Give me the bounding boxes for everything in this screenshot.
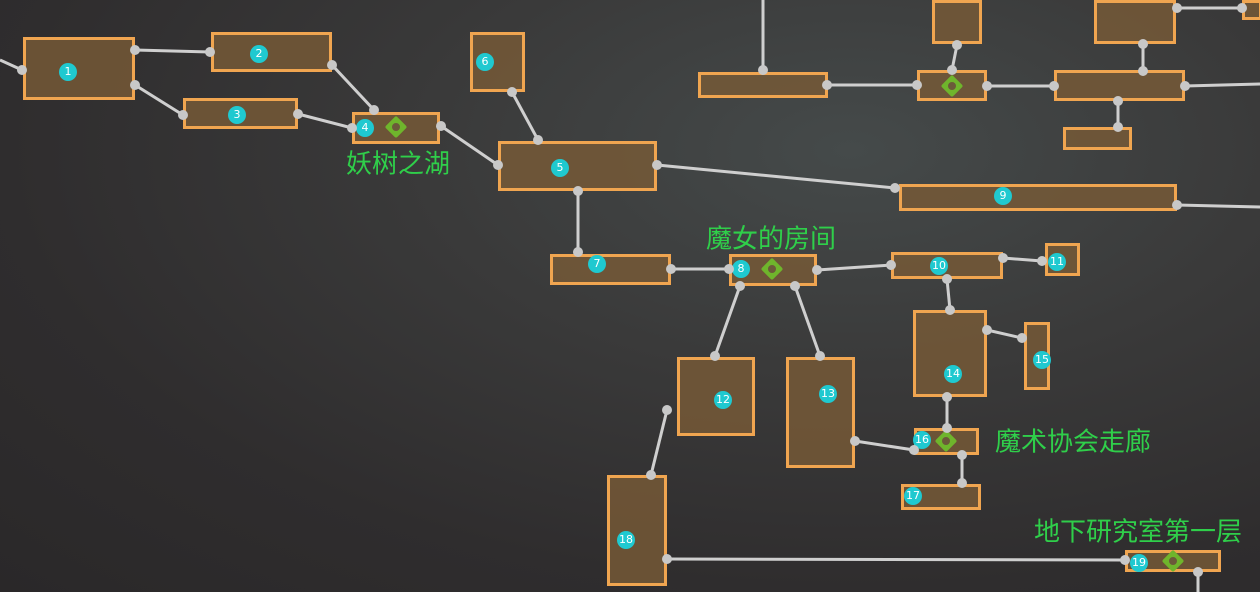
- map-room-13[interactable]: [786, 357, 855, 468]
- room-number-badge: 3: [228, 106, 246, 124]
- room-number-badge: 10: [930, 257, 948, 275]
- path-connector: [0, 58, 23, 72]
- map-room[interactable]: [1094, 0, 1176, 44]
- path-connector: [656, 163, 896, 190]
- room-number-badge: 13: [819, 385, 837, 403]
- room-number-badge: 14: [944, 365, 962, 383]
- room-number-badge: 2: [250, 45, 268, 63]
- map-room[interactable]: [1242, 0, 1260, 20]
- room-number-badge: 7: [588, 255, 606, 273]
- room-number-badge: 5: [551, 159, 569, 177]
- map-room-14[interactable]: [913, 310, 987, 397]
- room-number-badge: 1: [59, 63, 77, 81]
- path-connector: [649, 409, 669, 476]
- map-room[interactable]: [698, 72, 828, 98]
- path-connector: [510, 91, 540, 141]
- map-room[interactable]: [1063, 127, 1132, 150]
- map-room-1[interactable]: [23, 37, 135, 100]
- map-room-7[interactable]: [550, 254, 671, 285]
- map-room[interactable]: [1054, 70, 1185, 101]
- path-connector: [816, 263, 892, 272]
- path-connector: [440, 124, 499, 167]
- room-number-badge: 11: [1048, 253, 1066, 271]
- area-label-lake: 妖树之湖: [345, 149, 451, 180]
- room-number-badge: 6: [476, 53, 494, 71]
- path-connector: [854, 439, 915, 452]
- path-connector: [134, 83, 184, 117]
- path-connector: [986, 328, 1023, 340]
- path-connector: [1176, 203, 1260, 209]
- path-connector: [713, 285, 742, 357]
- room-number-badge: 15: [1033, 351, 1051, 369]
- room-number-badge: 4: [356, 119, 374, 137]
- map-room-18[interactable]: [607, 475, 667, 586]
- map-room[interactable]: [932, 0, 982, 44]
- map-room-5[interactable]: [498, 141, 657, 191]
- path-connector: [793, 285, 822, 357]
- room-number-badge: 9: [994, 187, 1012, 205]
- room-number-badge: 8: [732, 260, 750, 278]
- path-connector: [950, 44, 959, 71]
- area-label-witch-room: 魔女的房间: [705, 224, 837, 255]
- room-number-badge: 19: [1130, 554, 1148, 572]
- map-room-9[interactable]: [899, 184, 1177, 211]
- path-connector: [945, 278, 952, 311]
- room-number-badge: 12: [714, 391, 732, 409]
- room-number-badge: 18: [617, 531, 635, 549]
- area-label-magic-corridor: 魔术协会走廊: [994, 427, 1152, 458]
- room-number-badge: 16: [913, 431, 931, 449]
- path-connector: [134, 48, 211, 54]
- path-connector: [666, 557, 1126, 562]
- map-room-2[interactable]: [211, 32, 332, 72]
- path-connector: [1002, 256, 1043, 263]
- path-connector: [330, 63, 376, 112]
- area-label-underground-lab: 地下研究室第一层: [1033, 517, 1243, 548]
- path-connector: [1184, 82, 1260, 88]
- room-number-badge: 17: [904, 487, 922, 505]
- path-connector: [297, 112, 353, 130]
